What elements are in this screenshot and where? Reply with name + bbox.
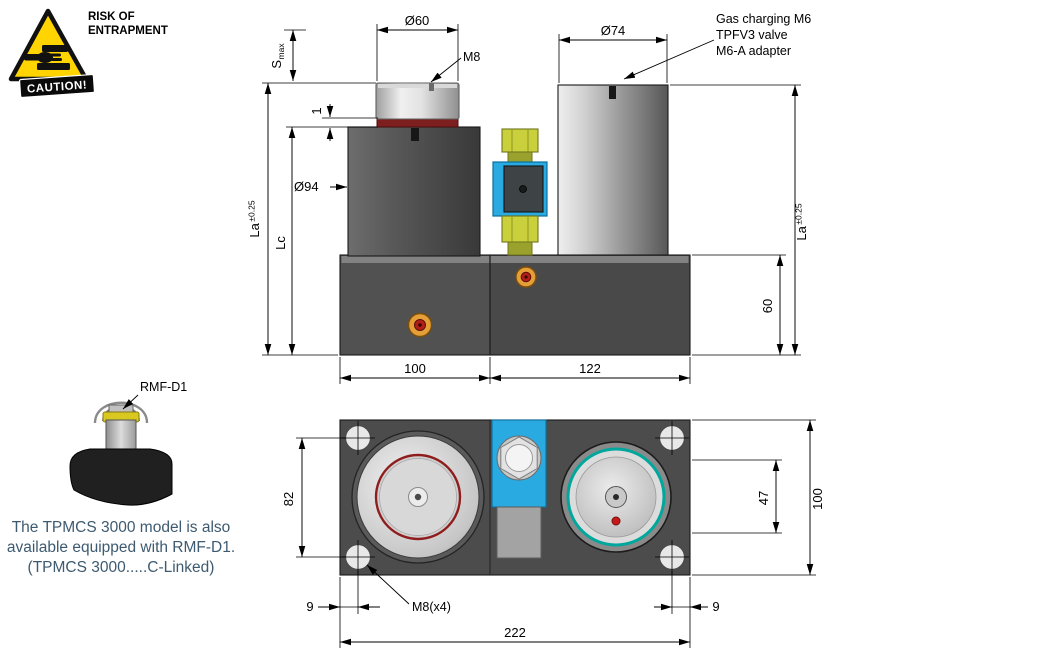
fitting-neck xyxy=(507,151,533,163)
dim-lc-label: Lc xyxy=(273,236,288,250)
m8x4-label: M8(x4) xyxy=(412,600,451,614)
left-cylinder-slot xyxy=(411,128,419,141)
dim-dia94-label: Ø94 xyxy=(294,179,319,194)
rmf-figure: RMF-D1 xyxy=(69,380,187,506)
note-line1: The TPMCS 3000 model is also xyxy=(12,519,231,536)
manifold-block-left xyxy=(339,254,491,356)
dim-la-left-label: La±0.25 xyxy=(247,200,263,237)
wire-bail-outer xyxy=(93,401,149,424)
dim-dia60-label: Ø60 xyxy=(405,13,430,28)
valve-base-plate xyxy=(496,506,542,559)
top-view-dimensions: 82 47 100 222 9 9 M8(x4) xyxy=(281,419,825,648)
top-left-flange xyxy=(351,430,485,564)
dim-47-label: 47 xyxy=(756,491,771,505)
leader-m8x4 xyxy=(366,564,410,605)
note-line3: (TPMCS 3000.....C-Linked) xyxy=(28,559,215,576)
note-line2: available equipped with RMF-D1. xyxy=(7,539,235,556)
dim-100-top-label: 100 xyxy=(810,488,825,510)
port-plug-upper xyxy=(515,266,537,288)
gas-note-line3: M6-A adapter xyxy=(716,44,791,58)
leader-m8 xyxy=(430,57,462,83)
gas-note-line1: Gas charging M6 xyxy=(716,12,811,26)
top-valve-port xyxy=(491,419,547,559)
left-cylinder xyxy=(347,126,481,257)
warning-sign: CAUTION! RISK OF ENTRAPMENT xyxy=(8,8,168,99)
risk-line2: ENTRAPMENT xyxy=(88,25,168,37)
entrapment-pictogram-icon xyxy=(24,45,70,70)
leader-gas-valve xyxy=(623,39,715,80)
risk-line1: RISK OF xyxy=(88,11,135,23)
fitting-nut-bottom xyxy=(501,215,539,243)
piston-cap xyxy=(375,82,460,120)
extension-lines xyxy=(296,419,816,648)
gas-charge-dot xyxy=(611,516,621,526)
dim-la-right-label: La±0.25 xyxy=(794,203,810,240)
piston-cap-top-face xyxy=(378,84,457,88)
gas-valve-slot xyxy=(609,86,616,99)
top-right-cylinder xyxy=(560,441,672,553)
dim-82-label: 82 xyxy=(281,492,296,506)
solenoid-pin xyxy=(519,185,527,193)
top-view xyxy=(339,419,691,576)
manifold-top-face xyxy=(341,256,689,263)
m8-label: M8 xyxy=(463,50,480,64)
extension-lines xyxy=(262,24,801,384)
dim-222-label: 222 xyxy=(504,625,526,640)
mounting-holes xyxy=(341,421,689,574)
front-view xyxy=(339,82,691,356)
port-plug-lower xyxy=(407,312,433,338)
caution-banner: CAUTION! xyxy=(18,73,96,99)
rmf-label: RMF-D1 xyxy=(140,380,187,394)
caution-label: CAUTION! xyxy=(27,79,88,95)
gas-note-line2: TPFV3 valve xyxy=(716,28,788,42)
rmf-body xyxy=(69,448,173,506)
cap-thread-mark xyxy=(429,83,434,91)
dim-dia74-label: Ø74 xyxy=(601,23,626,38)
dim-100-label: 100 xyxy=(404,361,426,376)
leader-rmf xyxy=(122,394,139,410)
fitting-collar xyxy=(507,241,533,256)
dim-122-label: 122 xyxy=(579,361,601,376)
hole-crosshairs xyxy=(341,421,689,574)
rmf-neck xyxy=(105,419,137,451)
dim-9-right-label: 9 xyxy=(712,599,719,614)
front-view-dimensions: Ø60 M8 Ø74 Gas charging M6 TPFV3 valve M… xyxy=(247,12,811,384)
dim-9-left-label: 9 xyxy=(306,599,313,614)
fitting-nut-top xyxy=(501,128,539,153)
dim-60-label: 60 xyxy=(760,299,775,313)
right-cylinder xyxy=(557,84,669,256)
solenoid-valve xyxy=(492,128,548,256)
dim-one-label: 1 xyxy=(309,107,324,114)
note-block: The TPMCS 3000 model is also available e… xyxy=(7,519,235,576)
dim-smax-label: Smax xyxy=(269,43,286,69)
